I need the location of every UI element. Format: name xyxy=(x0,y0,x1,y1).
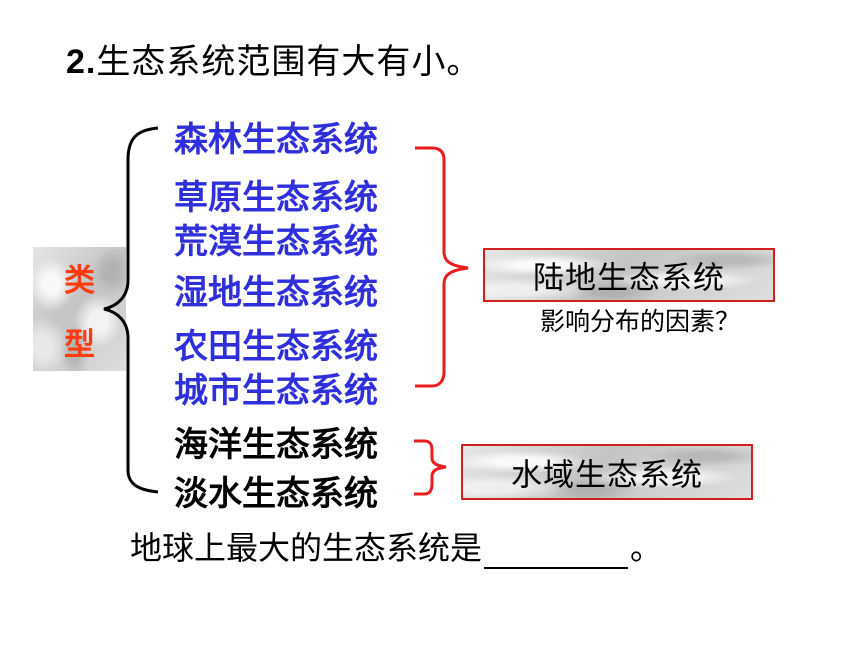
distribution-factor-question: 影响分布的因素？ xyxy=(540,307,741,336)
eco-grassland: 草原生态系统 xyxy=(174,178,378,218)
heading-number: 2. xyxy=(66,43,97,81)
water-ecosystem-box: 水域生态系统 xyxy=(461,444,753,500)
slide-heading: 2.生态系统范围有大有小。 xyxy=(66,34,481,83)
water-ecosystem-label: 水域生态系统 xyxy=(511,457,703,494)
eco-freshwater: 淡水生态系统 xyxy=(174,474,378,514)
eco-desert: 荒漠生态系统 xyxy=(174,222,378,262)
fill-in-question: 地球上最大的生态系统是 。 xyxy=(130,523,662,569)
water-bracket xyxy=(414,439,447,496)
left-curly-brace xyxy=(103,126,159,494)
eco-farmland: 农田生态系统 xyxy=(174,327,378,367)
eco-ocean: 海洋生态系统 xyxy=(174,425,378,465)
land-ecosystem-box: 陆地生态系统 xyxy=(483,248,775,302)
question-end: 。 xyxy=(630,529,663,567)
answer-blank[interactable] xyxy=(484,537,629,569)
question-text: 地球上最大的生态系统是 xyxy=(130,529,483,567)
land-bracket xyxy=(415,146,469,388)
eco-wetland: 湿地生态系统 xyxy=(174,273,378,313)
type-label-char-2: 型 xyxy=(64,327,95,363)
type-label-box: 类 型 xyxy=(33,247,126,371)
eco-forest: 森林生态系统 xyxy=(174,120,378,160)
heading-text: 生态系统范围有大有小。 xyxy=(96,42,482,82)
eco-city: 城市生态系统 xyxy=(174,371,378,411)
type-label-char-1: 类 xyxy=(64,263,95,299)
land-ecosystem-label: 陆地生态系统 xyxy=(533,260,725,297)
